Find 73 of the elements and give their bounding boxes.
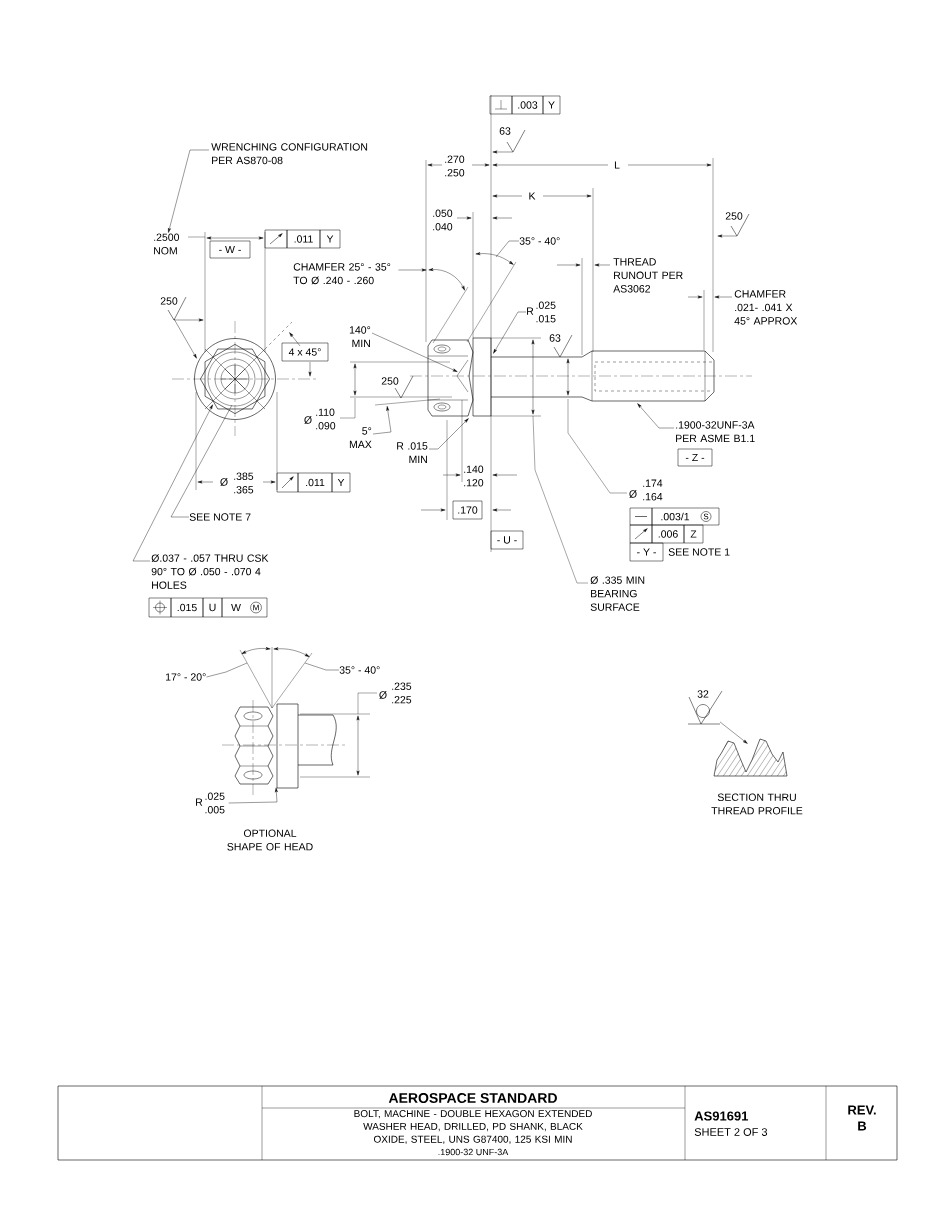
leader-line [206,662,248,678]
revision-text: REV. B [848,1105,876,1131]
leader-line [132,404,213,562]
diameter-symbol: Ø [629,490,637,498]
dimension-text: .385 .365 [234,472,254,494]
view-caption: SECTION THRU THREAD PROFILE [711,793,803,815]
leader-line [637,403,675,429]
leader-line [228,787,278,804]
leader-line [398,268,427,272]
leader-line [170,404,233,518]
leader-line [372,406,392,435]
datum-label: - Z - [677,448,713,467]
leader-line [173,318,197,359]
note-text: 35° - 40° [519,237,560,245]
tolerance-cell: .003 [511,95,544,115]
note-text: 140° MIN [349,326,371,348]
leader-line [495,240,520,258]
sheet-number: SHEET 2 OF 3 [694,1128,768,1136]
note-text: CHAMFER 25° - 35° TO Ø .240 - .260 [293,263,391,285]
dimension-text: .2500 NOM [154,233,180,255]
dimension-box: 4 x 45° [281,342,329,362]
dimension-text: K [529,192,536,200]
note-text: SEE NOTE 1 [668,548,730,556]
datum-label: - U - [490,530,524,550]
description-text: BOLT, MACHINE - DOUBLE HEXAGON EXTENDED WASHER HEAD, DRILLED, PD SHANK, BLACK OXIDE, STEEL, UNS G87400, 125 KSI MIN [354,1110,592,1144]
note-text: CHAMFER .021- .041 X 45° APPROX [734,290,798,325]
optional-head-drawing [234,646,337,789]
tolerance-cell: .015 [170,597,204,618]
note-text: .1900-32UNF-3A PER ASME B1.1 [676,421,755,443]
datum-cell: Y [331,472,351,493]
note-text: 17° - 20° [166,673,206,681]
leader-line [428,418,469,450]
thread-section-drawing [713,738,788,777]
note-text: Ø.037 - .057 THRU CSK 90° TO Ø .050 - .070 4 HOLES [151,554,269,589]
datum-cell: Z [683,524,704,544]
dimension-text: L [614,161,620,169]
dimension-text: .174 .164 [643,479,663,501]
tolerance-cell: .011 [286,229,321,249]
diameter-symbol: Ø [220,478,228,486]
tolerance-cell: .011 [297,472,333,493]
title-text: AEROSPACE STANDARD [388,1093,557,1103]
dimension-text: .235 .225 [392,682,412,704]
leader-line [719,721,748,744]
note-text: THREAD RUNOUT PER AS3062 [613,258,683,293]
dimension-text: R .025 .005 [196,792,225,814]
note-text: 35° - 40° [339,666,380,674]
dimension-text: Ø .335 MIN BEARING SURFACE [590,576,645,611]
note-text: 5° MAX [349,427,372,449]
leader-line [304,662,340,671]
circled-modifier: S [700,511,712,522]
leader-line [493,311,527,354]
diameter-symbol: Ø [379,691,387,699]
dimension-text: .140 .120 [464,465,484,487]
dimension-text: .110 .090 [316,408,336,430]
basic-dimension: .170 [452,500,483,520]
tolerance-cell: .006 [651,524,685,544]
note-text: WRENCHING CONFIGURATION PER AS870-08 [211,143,368,165]
circled-modifier: M [250,601,262,614]
leader-line [371,332,458,372]
datum-label: - W - [209,240,251,259]
datum-cell: Y [542,95,561,115]
note-text: R .015 MIN [397,442,428,464]
end-view-drawing [194,338,276,420]
diameter-symbol: Ø [304,416,312,424]
dimension-text: .270 .250 [445,155,465,177]
datum-cell: U [202,597,223,618]
datum-label: - Y - [629,542,664,562]
reference-line [374,398,441,406]
description-text: .1900-32 UNF-3A [438,1148,509,1156]
leader-line [168,149,210,233]
datum-cell: Y [319,229,341,249]
document-number: AS91691 [694,1111,749,1121]
note-text: SEE NOTE 7 [189,513,251,521]
